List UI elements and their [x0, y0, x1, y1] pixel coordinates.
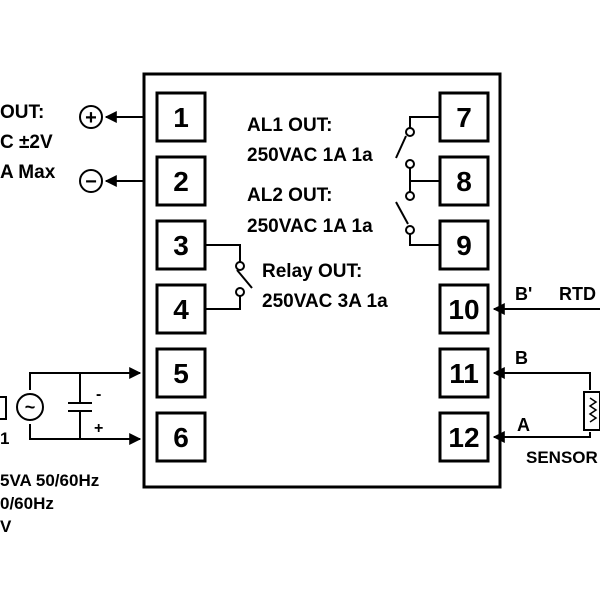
terminal-3: 3	[155, 219, 207, 271]
al2-rating: 250VAC 1A 1a	[247, 216, 373, 237]
terminal-4-number: 4	[173, 294, 189, 325]
terminal-12-number: 12	[448, 422, 479, 453]
minus-symbol: −	[85, 171, 97, 193]
terminal-6-number: 6	[173, 422, 189, 453]
al1-title: AL1 OUT:	[247, 115, 333, 136]
power-spec-line3: V	[0, 517, 12, 536]
al1-rating: 250VAC 1A 1a	[247, 145, 373, 166]
rtd-sensor-wiring	[492, 303, 600, 443]
terminal-5-number: 5	[173, 358, 189, 389]
fuse-char: 1	[0, 429, 9, 448]
analog-output-current: A Max	[0, 162, 56, 183]
power-input-wiring: ~	[0, 367, 142, 445]
power-spec-line2: 0/60Hz	[0, 494, 54, 513]
fuse-icon	[0, 396, 7, 420]
terminal-10-number: 10	[448, 294, 479, 325]
terminal-9: 9	[438, 219, 490, 271]
relay-title: Relay OUT:	[262, 261, 362, 282]
rtd-element-icon	[583, 391, 600, 431]
terminal-6: 6	[155, 411, 207, 463]
analog-output-voltage: C ±2V	[0, 132, 53, 153]
plus-terminal-icon	[79, 105, 103, 129]
cap-minus: -	[96, 386, 101, 403]
terminal-1-number: 1	[173, 102, 189, 133]
plus-symbol: +	[85, 107, 97, 129]
terminal-11-number: 11	[449, 358, 479, 389]
rtd-b-prime-label: B'	[515, 284, 532, 304]
analog-output-wiring: + −	[79, 105, 144, 193]
relay-rating: 250VAC 3A 1a	[262, 291, 388, 312]
power-spec-line1: 5VA 50/60Hz	[0, 471, 99, 490]
relay-switch	[205, 244, 253, 310]
terminal-8: 8	[438, 155, 490, 207]
sensor-label: SENSOR	[526, 448, 598, 467]
terminal-4: 4	[155, 283, 207, 335]
terminal-3-number: 3	[173, 230, 189, 261]
terminal-12: 12	[438, 411, 490, 463]
ac-symbol: ~	[25, 397, 36, 417]
al2-title: AL2 OUT:	[247, 185, 333, 206]
minus-terminal-icon	[79, 169, 103, 193]
cap-plus: +	[94, 420, 103, 437]
alarm-switches	[395, 116, 440, 246]
rtd-label: RTD	[559, 284, 596, 304]
terminal-2-number: 2	[173, 166, 189, 197]
ac-source-icon	[16, 393, 44, 421]
terminal-1: 1	[155, 91, 207, 143]
rtd-a-label: A	[517, 415, 530, 435]
terminal-9-number: 9	[456, 230, 472, 261]
analog-output-title: OUT:	[0, 102, 44, 123]
controller-housing	[142, 72, 502, 489]
terminal-7-number: 7	[456, 102, 472, 133]
terminal-5: 5	[155, 347, 207, 399]
rtd-b-label: B	[515, 348, 528, 368]
terminal-10: 10	[438, 283, 490, 335]
terminal-7: 7	[438, 91, 490, 143]
terminal-11: 11	[438, 347, 490, 399]
terminal-8-number: 8	[456, 166, 472, 197]
terminal-2: 2	[155, 155, 207, 207]
